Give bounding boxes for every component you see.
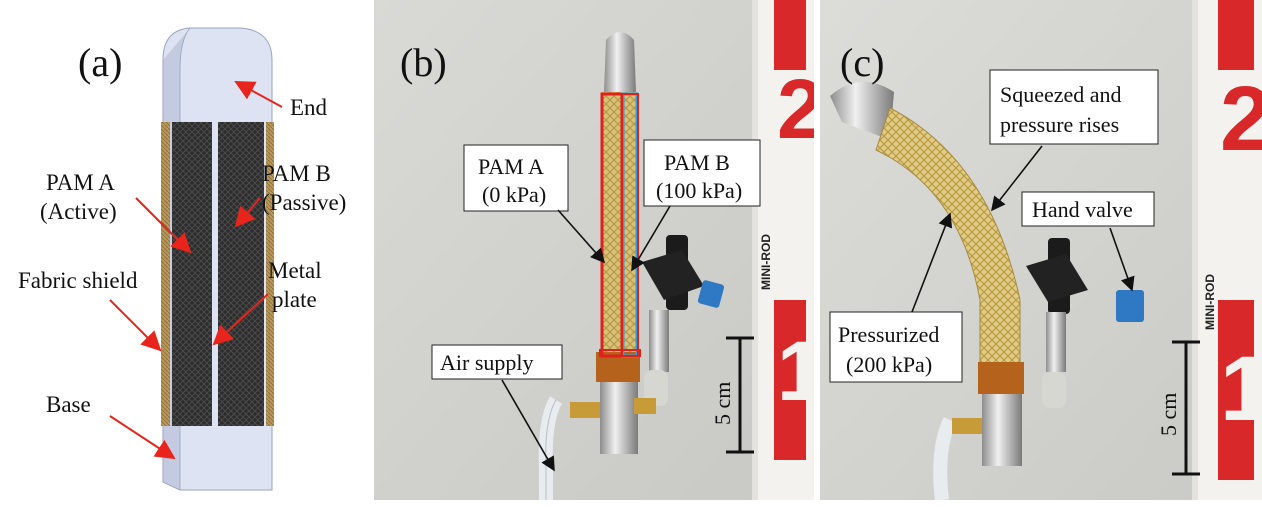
ruler-brand: MINI-ROD bbox=[1203, 274, 1217, 330]
pam-a-label-line1: PAM A bbox=[478, 154, 544, 179]
panel-b-tag: (b) bbox=[400, 40, 447, 85]
panel-c-arrows bbox=[911, 145, 1135, 313]
fabric-shield-strip-right bbox=[266, 122, 274, 426]
arrow-air-supply bbox=[501, 379, 555, 472]
label-end: End bbox=[290, 95, 328, 120]
hand-valve bbox=[642, 235, 725, 406]
pam-b-label-line1: PAM B bbox=[664, 150, 730, 175]
ruler: 2 1 MINI-ROD bbox=[752, 0, 814, 500]
ruler-digit-2: 2 bbox=[1220, 68, 1262, 170]
squeezed-label-line1: Squeezed and bbox=[1000, 82, 1122, 107]
fabric-shield-strip-left bbox=[161, 122, 170, 426]
label-metal-line2: plate bbox=[272, 287, 317, 312]
panel-c-tag: (c) bbox=[840, 40, 884, 85]
arrow-end bbox=[234, 81, 283, 108]
arrow-pam-b-b bbox=[631, 205, 671, 272]
air-tube bbox=[933, 417, 957, 500]
metal-plate-gap bbox=[212, 122, 218, 426]
hand-valve-label: Hand valve bbox=[1032, 197, 1133, 222]
pam-a-label-line2: (0 kPa) bbox=[482, 182, 546, 207]
panel-c-photo: 2 1 MINI-ROD (c) Squeezed and pressure r… bbox=[820, 0, 1262, 500]
cad-device bbox=[161, 27, 274, 491]
ruler-brand: MINI-ROD bbox=[759, 234, 773, 290]
arrow-squeezed bbox=[991, 145, 1043, 212]
arrow-hand-valve bbox=[1109, 227, 1135, 292]
panel-a-tag: (a) bbox=[78, 40, 122, 85]
pressurized-label-box bbox=[829, 311, 963, 383]
label-fabric-shield: Fabric shield bbox=[18, 268, 138, 293]
pam-b-label-box bbox=[643, 139, 761, 207]
label-pam-b-line1: PAM B bbox=[262, 161, 331, 186]
panel-a-arrows bbox=[109, 81, 283, 460]
scale-label-b: 5 cm bbox=[710, 382, 735, 425]
label-pam-a-line1: PAM A bbox=[46, 170, 115, 195]
label-pam-b-line2: (Passive) bbox=[262, 190, 346, 215]
device-c bbox=[830, 81, 1024, 466]
pam-a-label-box bbox=[463, 144, 569, 212]
pam-b-label-line2: (100 kPa) bbox=[656, 178, 742, 203]
panel-b-photo: 2 1 MINI-ROD (b) bbox=[374, 0, 814, 500]
pressurized-label-line1: Pressurized bbox=[838, 322, 939, 347]
label-pam-a-line2: (Active) bbox=[40, 199, 117, 224]
ruler-digit-1: 1 bbox=[1220, 338, 1262, 440]
panel-b-arrows bbox=[501, 205, 671, 472]
arrow-pressurized bbox=[911, 212, 953, 313]
pam-a-body bbox=[172, 122, 212, 426]
squeezed-label-line2: pressure rises bbox=[1000, 112, 1119, 137]
scale-bar-c bbox=[1172, 340, 1200, 476]
ruler-digit-2: 2 bbox=[777, 62, 814, 156]
scale-bar-b bbox=[726, 336, 754, 454]
pressurized-label-line2: (200 kPa) bbox=[846, 352, 932, 377]
arrow-fabric-shield bbox=[109, 299, 162, 352]
hand-valve-label-box bbox=[1021, 191, 1155, 227]
scale-label-c: 5 cm bbox=[1156, 393, 1181, 436]
air-supply-label: Air supply bbox=[440, 350, 534, 375]
panel-a: (a) End PAM A (Active) PAM B (Passive) F… bbox=[0, 0, 372, 523]
hand-valve bbox=[1026, 238, 1144, 408]
arrow-base bbox=[109, 415, 176, 460]
arrow-pam-a-b bbox=[557, 209, 606, 264]
arrow-metal-plate bbox=[212, 293, 269, 346]
panel-a-drawing: (a) End PAM A (Active) PAM B (Passive) F… bbox=[18, 27, 346, 491]
panel-c: 2 1 MINI-ROD (c) Squeezed and pressure r… bbox=[820, 0, 1262, 500]
arrow-pam-a bbox=[135, 197, 192, 254]
squeezed-label-box bbox=[989, 69, 1159, 145]
panel-b: 2 1 MINI-ROD (b) bbox=[374, 0, 814, 500]
label-metal-line1: Metal bbox=[268, 258, 322, 283]
label-base: Base bbox=[46, 392, 91, 417]
ruler-digit-1: 1 bbox=[777, 324, 814, 418]
arrow-pam-b bbox=[234, 197, 261, 228]
pam-b-body bbox=[218, 122, 264, 426]
ruler: 2 1 MINI-ROD bbox=[1192, 0, 1262, 500]
air-supply-label-box bbox=[431, 344, 563, 380]
